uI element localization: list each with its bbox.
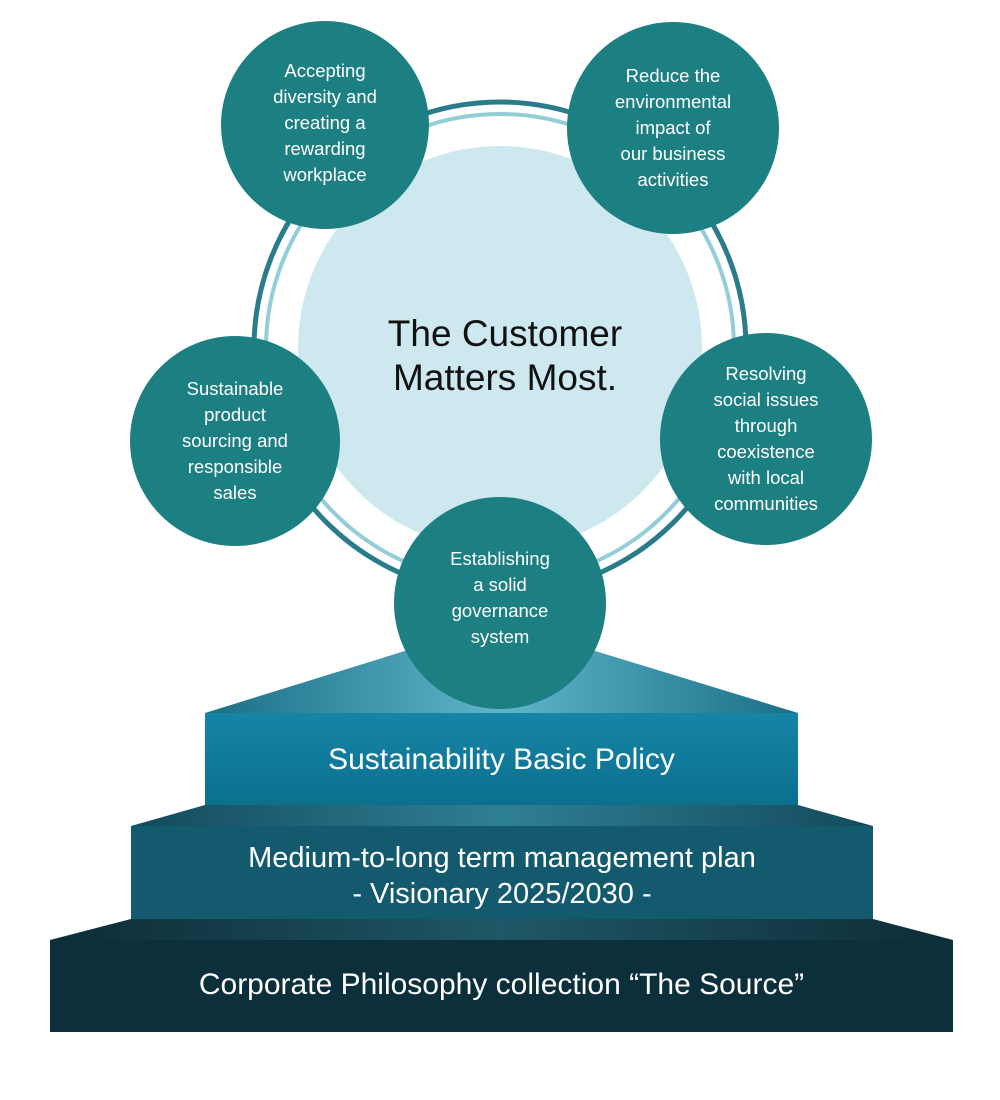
center-title-line: Matters Most. bbox=[392, 357, 618, 398]
plan-step-label: Medium-to-long term management plan - Vi… bbox=[131, 840, 873, 912]
plan-label-line2: - Visionary 2025/2030 - bbox=[352, 878, 652, 910]
theme-label-line: diversity and bbox=[273, 86, 377, 107]
theme-label-line: coexistence bbox=[717, 441, 815, 462]
philosophy-step-front bbox=[50, 940, 953, 1032]
theme-label-line: system bbox=[470, 626, 530, 647]
theme-label-line: through bbox=[734, 415, 798, 436]
plan-label-line1: Medium-to-long term management plan bbox=[248, 842, 756, 874]
theme-label-line: Sustainable bbox=[186, 378, 284, 399]
policy-step-label: Sustainability Basic Policy bbox=[205, 741, 798, 779]
plan-step-front bbox=[131, 826, 873, 919]
philosophy-step-label: Corporate Philosophy collection “The Sou… bbox=[50, 966, 953, 1004]
theme-label-line: Establishing bbox=[450, 548, 550, 569]
theme-bubble-sourcing: Sustainable product sourcing and respons… bbox=[130, 336, 340, 546]
theme-bubble-diversity: Accepting diversity and creating a rewar… bbox=[221, 21, 429, 229]
theme-label-line: sourcing and bbox=[182, 430, 288, 451]
center-title: The Customer Matters Most. bbox=[300, 312, 710, 400]
theme-label-line: Accepting bbox=[284, 60, 366, 81]
theme-label-line: Reduce the bbox=[625, 65, 721, 86]
theme-label-line: a solid bbox=[473, 574, 527, 595]
theme-label-line: with local bbox=[727, 467, 805, 488]
theme-label-line: social issues bbox=[713, 389, 819, 410]
center-title-line: The Customer bbox=[387, 313, 623, 354]
theme-bubble-environment: Reduce the environmental impact of our b… bbox=[567, 22, 779, 234]
plan-step-top bbox=[131, 805, 873, 826]
theme-label-line: Resolving bbox=[725, 363, 807, 384]
theme-label-line: creating a bbox=[284, 112, 366, 133]
theme-label-line: rewarding bbox=[284, 138, 366, 159]
theme-bubble-communities: Resolving social issues through coexiste… bbox=[660, 333, 872, 545]
theme-label-line: communities bbox=[714, 493, 818, 514]
theme-label-line: impact of bbox=[635, 117, 711, 138]
theme-label-line: sales bbox=[213, 482, 257, 503]
policy-label: Sustainability Basic Policy bbox=[328, 743, 675, 776]
theme-label-line: our business bbox=[620, 143, 726, 164]
policy-step-front bbox=[205, 713, 798, 805]
theme-label-line: environmental bbox=[614, 91, 732, 112]
theme-label-line: governance bbox=[451, 600, 549, 621]
center-disc bbox=[298, 146, 702, 550]
philosophy-label: Corporate Philosophy collection “The Sou… bbox=[198, 968, 805, 1001]
theme-label-line: responsible bbox=[187, 456, 283, 477]
theme-bubble-governance: Establishing a solid governance system bbox=[394, 497, 606, 709]
theme-label-line: activities bbox=[637, 169, 709, 190]
theme-label-line: product bbox=[204, 404, 266, 425]
philosophy-step-top bbox=[50, 919, 953, 940]
theme-label-line: workplace bbox=[283, 164, 367, 185]
